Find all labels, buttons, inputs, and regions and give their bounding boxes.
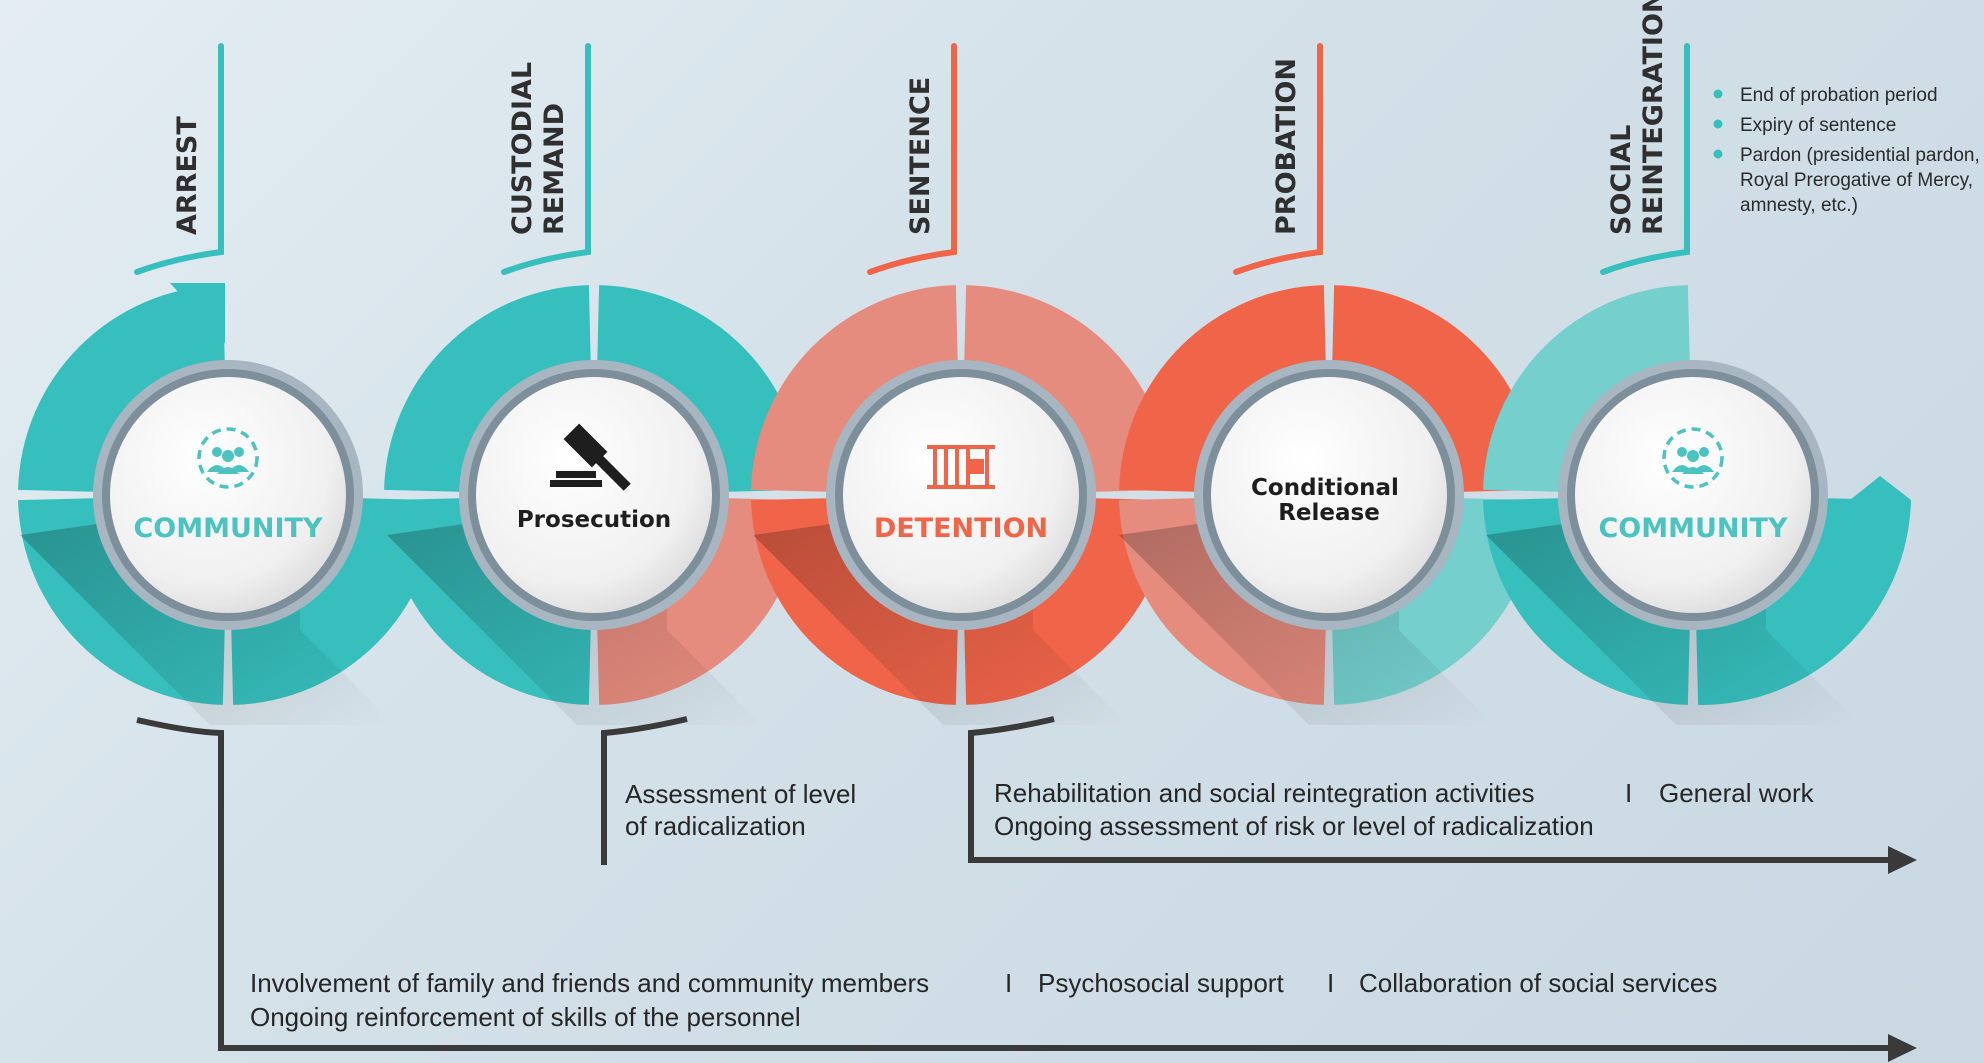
- bullet-line: Expiry of sentence: [1740, 115, 1896, 136]
- note-line: of radicalization: [625, 811, 806, 841]
- note-line: Involvement of family and friends and co…: [250, 968, 929, 998]
- rehab-timeline-arrowhead: [1888, 846, 1917, 874]
- stage-social-reintegration: SOCIAL REINTEGRATION: [1600, 0, 1690, 275]
- circle-community-end: COMMUNITY: [1598, 427, 1788, 544]
- circle-label-line: Prosecution: [517, 507, 671, 533]
- circle-label: COMMUNITY: [1598, 513, 1787, 544]
- note-separator: I: [1005, 968, 1012, 998]
- note-line: Psychosocial support: [1038, 968, 1284, 998]
- note-separator: I: [1625, 778, 1632, 808]
- circle-prosecution: Prosecution: [517, 423, 671, 533]
- stage-label-line: PROBATION: [1271, 58, 1302, 235]
- assessment-note: Assessment of level of radicalization: [625, 779, 863, 841]
- note-line: General work: [1659, 778, 1815, 808]
- stage-labels: ARREST CUSTODIAL REMAND SENTENCE PROBATI…: [134, 0, 1690, 275]
- stage-custodial-remand: CUSTODIAL REMAND: [501, 43, 591, 275]
- circle-label: DETENTION: [874, 513, 1048, 544]
- rehab-timeline-connector: [968, 716, 1890, 863]
- ring-start-arrowhead: [170, 283, 225, 343]
- note-line: Ongoing reinforcement of skills of the p…: [250, 1002, 801, 1032]
- stage-hook: [1600, 43, 1690, 275]
- community-icon: [1662, 427, 1724, 489]
- stage-label: SOCIAL REINTEGRATION: [1606, 0, 1669, 235]
- circle-disc: [826, 360, 1096, 630]
- note-separator: I: [1327, 968, 1334, 998]
- ring-end-arrowhead: [1850, 476, 1911, 500]
- stage-label-line: SOCIAL: [1606, 125, 1637, 235]
- gavel-icon: [550, 423, 631, 491]
- ring-segment: [384, 285, 591, 492]
- ring-segment: [18, 285, 225, 492]
- ring-segment: [1332, 285, 1539, 492]
- bullet-line: amnesty, etc.): [1740, 195, 1858, 216]
- stage-probation: PROBATION: [1233, 43, 1323, 275]
- community-icon: [197, 427, 259, 489]
- assessment-connector: [601, 716, 688, 865]
- ring-segment: [751, 285, 958, 492]
- circle-label-line: Conditional: [1251, 475, 1399, 501]
- stage-label-line: REINTEGRATION: [1638, 0, 1669, 235]
- circle-label-line: COMMUNITY: [1598, 513, 1787, 544]
- bullet-dot: [1713, 89, 1723, 99]
- stage-arrest: ARREST: [134, 43, 224, 275]
- note-line: Rehabilitation and social reintegration …: [994, 778, 1535, 808]
- bullet-item: Pardon (presidential pardon, Royal Prero…: [1740, 145, 1984, 216]
- rehab-note: Rehabilitation and social reintegration …: [994, 778, 1821, 841]
- stage-hook: [501, 43, 591, 275]
- stage-label: ARREST: [172, 116, 203, 235]
- discs: [93, 360, 1828, 630]
- stage-label: CUSTODIAL REMAND: [507, 52, 570, 235]
- prison-bars-icon: [927, 445, 995, 489]
- stage-label-line: SENTENCE: [905, 77, 936, 235]
- circle-detention: DETENTION: [874, 445, 1048, 544]
- bullet-dot: [1713, 119, 1723, 129]
- circle-label: Conditional Release: [1251, 475, 1407, 526]
- ring-segment: [597, 285, 804, 492]
- disc-face: [476, 377, 712, 613]
- disc-face: [110, 377, 346, 613]
- circle-disc: [1558, 360, 1828, 630]
- circle-disc: [459, 360, 729, 630]
- community-timeline-connector: [136, 717, 1890, 1051]
- disc-face: [1211, 377, 1447, 613]
- note-line: Assessment of level: [625, 779, 856, 809]
- circle-labels: COMMUNITY Prosecution DETENTION: [133, 423, 1788, 544]
- bullet-dot: [1713, 149, 1723, 159]
- stage-label-line: CUSTODIAL: [507, 62, 538, 235]
- note-line: Ongoing assessment of risk or level of r…: [994, 811, 1594, 841]
- ring-segment: [1483, 285, 1690, 492]
- circle-label: COMMUNITY: [133, 513, 322, 544]
- stage-label: PROBATION: [1271, 58, 1302, 235]
- bullet-line: Pardon (presidential pardon,: [1740, 145, 1980, 166]
- ring-segment: [964, 285, 1171, 492]
- circle-disc: [1194, 360, 1464, 630]
- community-timeline-arrowhead: [1888, 1034, 1917, 1062]
- stage-label-line: REMAND: [539, 103, 570, 235]
- connectors: [136, 716, 1917, 1062]
- circle-label: Prosecution: [517, 507, 671, 533]
- community-note: Involvement of family and friends and co…: [250, 968, 1725, 1032]
- stage-hook: [1233, 43, 1323, 275]
- circle-label-line: COMMUNITY: [133, 513, 322, 544]
- stage-sentence: SENTENCE: [867, 43, 957, 275]
- circle-disc: [93, 360, 363, 630]
- bullet-item: Expiry of sentence: [1740, 115, 1896, 136]
- stage-label: SENTENCE: [905, 77, 936, 235]
- stage-label-line: ARREST: [172, 116, 203, 235]
- circle-label-line: Release: [1278, 500, 1380, 526]
- ring-segment: [1119, 285, 1326, 492]
- bullet-line: End of probation period: [1740, 85, 1938, 106]
- circle-conditional-release: Conditional Release: [1251, 475, 1407, 526]
- stage-hook: [867, 43, 957, 275]
- disc-face: [1575, 377, 1811, 613]
- bullet-item: End of probation period: [1740, 85, 1938, 106]
- circle-label-line: DETENTION: [874, 513, 1048, 544]
- note-line: Collaboration of social services: [1359, 968, 1717, 998]
- disc-face: [843, 377, 1079, 613]
- reintegration-bullet-list: End of probation period Expiry of senten…: [1713, 85, 1984, 216]
- bullet-line: Royal Prerogative of Mercy,: [1740, 170, 1973, 191]
- circle-community-start: COMMUNITY: [133, 427, 323, 544]
- stage-hook: [134, 43, 224, 275]
